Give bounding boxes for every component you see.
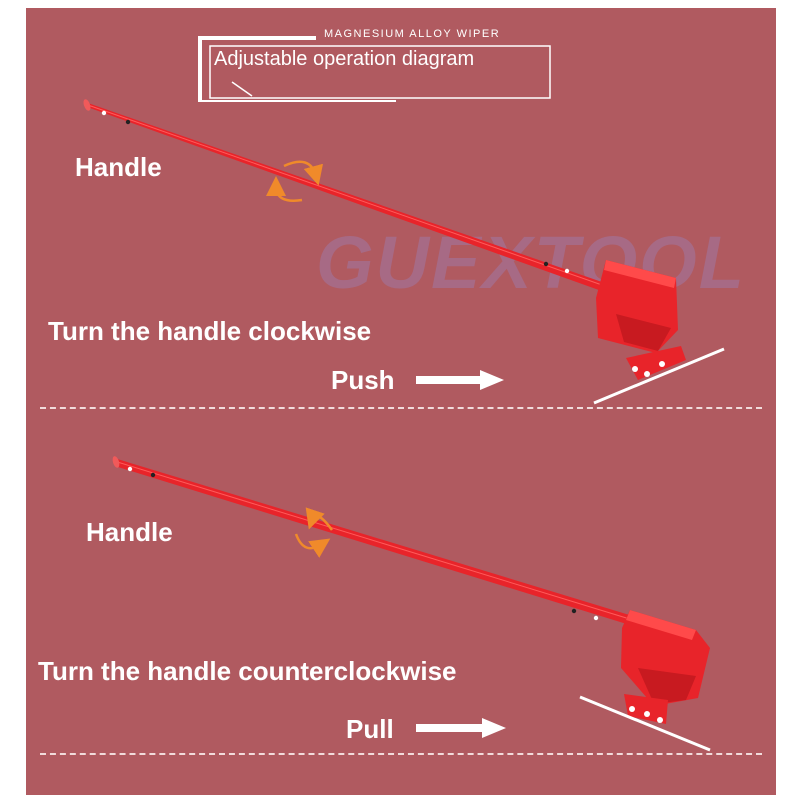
counterclockwise-arrow-icon xyxy=(294,507,334,558)
section-divider-bottom xyxy=(40,753,762,755)
header-subtitle: MAGNESIUM ALLOY WIPER xyxy=(318,28,507,40)
section-divider-top xyxy=(40,407,762,409)
handle-label-top: Handle xyxy=(75,152,162,182)
wiper-tool-bottom xyxy=(112,456,711,752)
handle-pole-bottom xyxy=(114,458,646,630)
handle-pole-top xyxy=(85,102,624,299)
push-label: Push xyxy=(331,365,395,395)
handle-label-bottom: Handle xyxy=(86,517,173,547)
pull-arrow-icon xyxy=(416,718,506,738)
instruction-clockwise: Turn the handle clockwise xyxy=(48,316,372,346)
blade-top xyxy=(593,347,725,405)
header-title: Adjustable operation diagram xyxy=(214,48,475,70)
push-arrow-icon xyxy=(416,370,504,390)
blade-holder-top xyxy=(626,346,686,380)
diagram-artwork xyxy=(83,99,725,752)
title-frame xyxy=(196,34,552,102)
blade-holder-bottom xyxy=(624,694,668,724)
instruction-counterclockwise: Turn the handle counterclockwise xyxy=(38,656,457,686)
wiper-tool-top xyxy=(83,99,725,405)
pull-label: Pull xyxy=(346,714,394,744)
clockwise-arrow-icon xyxy=(266,160,324,202)
title-frame-lines xyxy=(198,36,551,102)
diagram-panel: MAGNESIUM ALLOY WIPER Adjustable operati… xyxy=(26,8,776,795)
blade-bottom xyxy=(579,695,711,752)
